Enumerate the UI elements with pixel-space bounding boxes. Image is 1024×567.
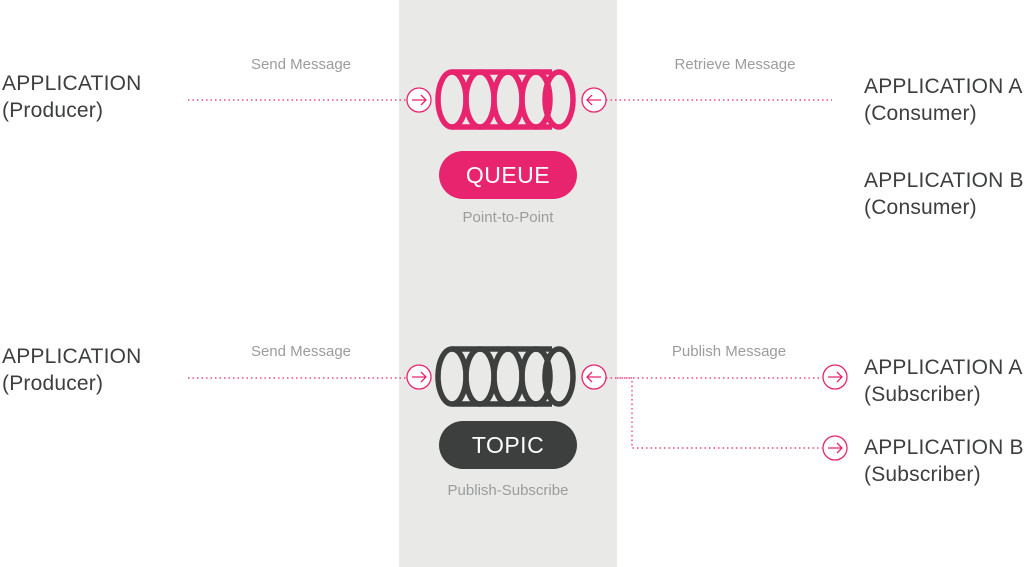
subscriber-b-arrow-icon [822,435,848,461]
topic-publish-arrow-icon [581,364,607,390]
topic-badge: TOPIC [439,421,577,469]
queue-consumer-a-label: APPLICATION A (Consumer) [864,75,1023,125]
queue-consumer-b-label: APPLICATION B (Consumer) [864,169,1024,219]
topic-subscriber-b-label: APPLICATION B (Subscriber) [864,436,1024,486]
topic-subscriber-a-label: APPLICATION A (Subscriber) [864,356,1023,406]
queue-mode-label: Point-to-Point [462,209,554,226]
topic-producer-label: APPLICATION (Producer) [2,345,142,395]
topic-cylinder-icon [435,346,576,407]
topic-mode-label: Publish-Subscribe [447,482,569,499]
queue-send-arrow-icon [406,87,432,113]
topic-publish-label: Publish Message [671,343,787,360]
subscriber-a-arrow-icon [822,364,848,390]
topic-publish-connector-b [617,377,822,449]
queue-producer-label: APPLICATION (Producer) [2,72,142,122]
queue-send-label: Send Message [250,56,352,73]
queue-retrieve-arrow-icon [581,87,607,113]
topic-send-label: Send Message [250,343,352,360]
center-band [399,0,617,567]
queue-cylinder-icon [435,69,576,130]
queue-badge: QUEUE [439,151,577,199]
queue-retrieve-label: Retrieve Message [674,56,796,73]
topic-send-arrow-icon [406,364,432,390]
